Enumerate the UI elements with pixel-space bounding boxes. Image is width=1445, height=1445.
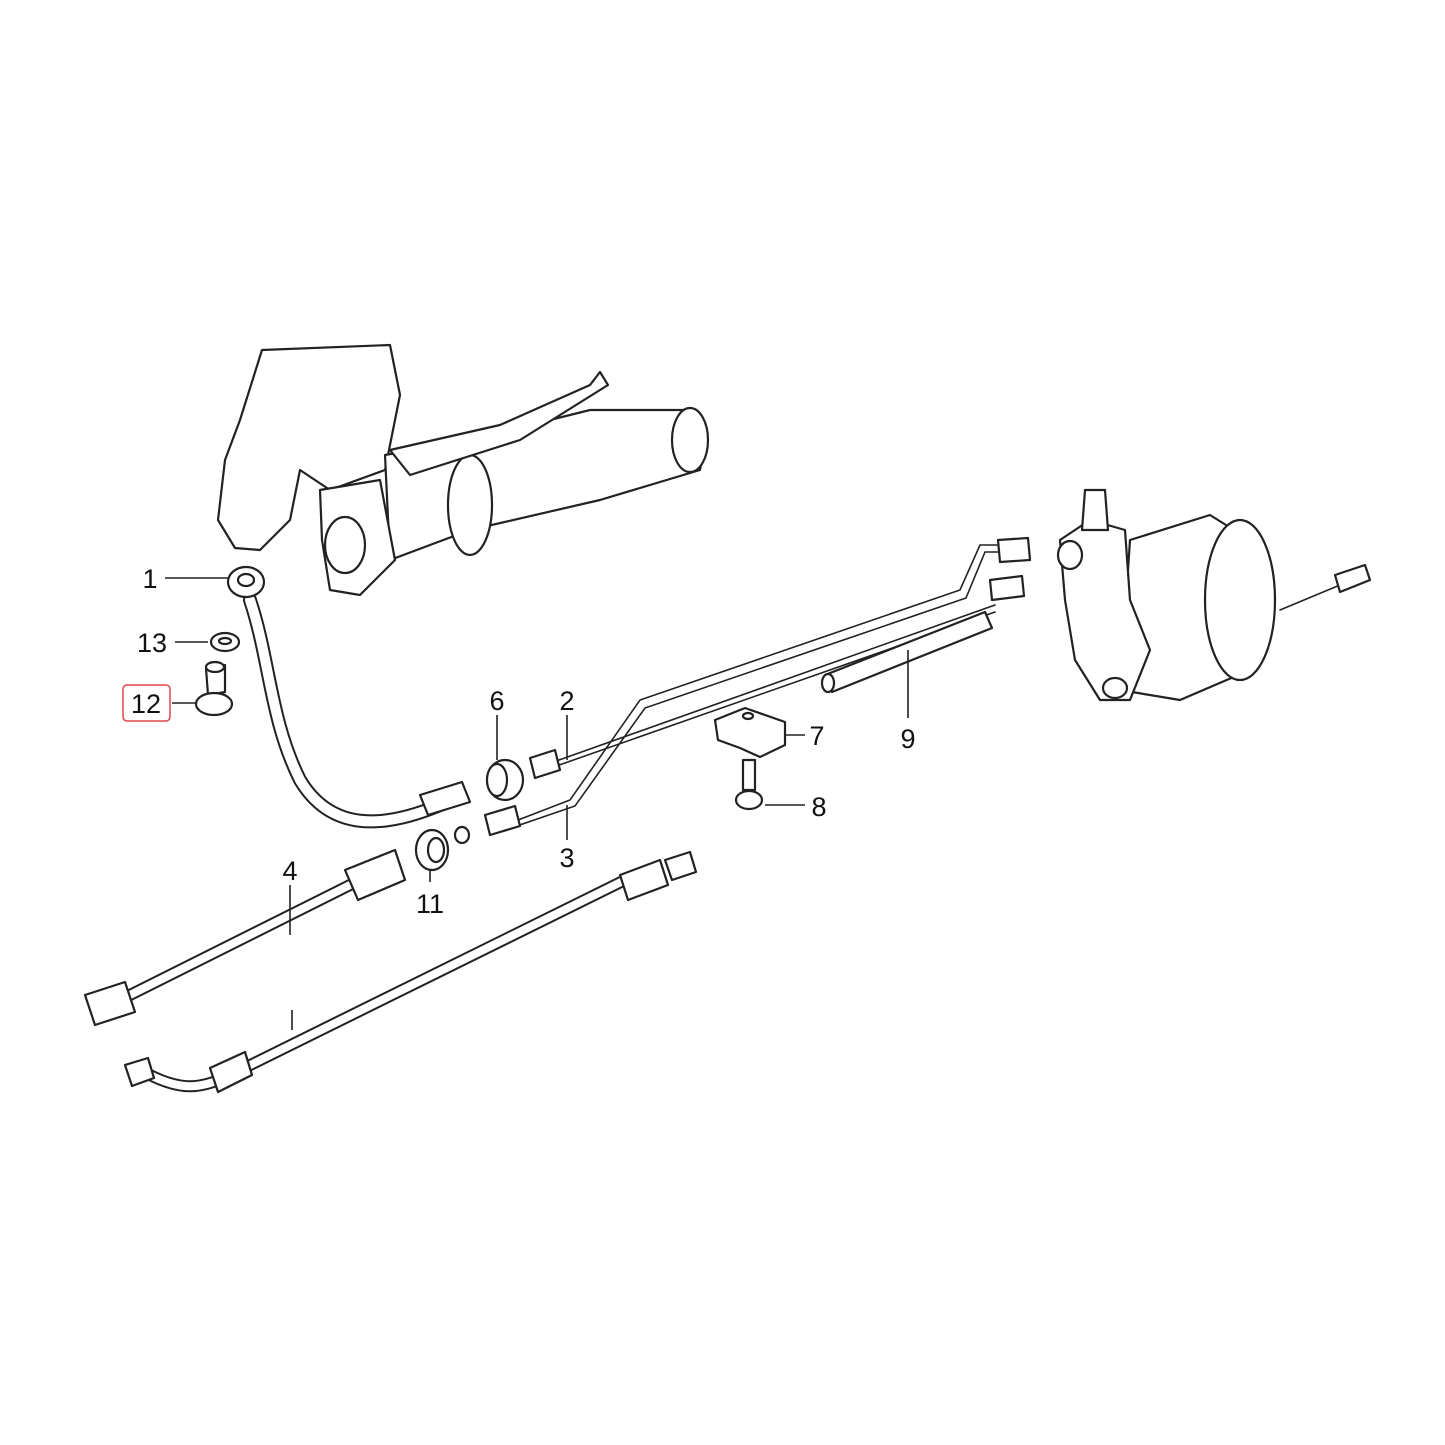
callout-2[interactable]: 2 (559, 686, 574, 716)
callout-7[interactable]: 7 (809, 721, 824, 751)
callout-1[interactable]: 1 (142, 564, 157, 594)
part-12-banjo-bolt (194, 660, 234, 717)
callout-3[interactable]: 3 (559, 843, 574, 873)
callout-11[interactable]: 11 (416, 889, 444, 919)
lower-brake-hose (123, 850, 698, 1094)
part-4-brake-hose (83, 848, 407, 1027)
callout-12[interactable]: 12 (131, 689, 161, 719)
callout-13[interactable]: 13 (137, 628, 167, 658)
callout-6[interactable]: 6 (489, 686, 504, 716)
callout-4[interactable]: 4 (282, 856, 297, 886)
brake-unit (1056, 488, 1372, 702)
part-9-spiral-sleeve (820, 610, 994, 694)
part-6-grommet (485, 758, 525, 802)
part-8-bolt (734, 758, 764, 811)
callout-12-highlight[interactable] (122, 684, 171, 722)
callout-8[interactable]: 8 (811, 792, 826, 822)
part-7-clamp (713, 706, 787, 759)
part-13-washer (209, 631, 241, 653)
handlebar-master-cylinder (216, 343, 710, 597)
part-11-adapter (414, 825, 471, 872)
callout-9[interactable]: 9 (900, 724, 915, 754)
part-1-brake-hose (226, 565, 472, 829)
leader-lines (165, 577, 909, 1030)
part-2-3-brake-lines (483, 536, 1032, 837)
